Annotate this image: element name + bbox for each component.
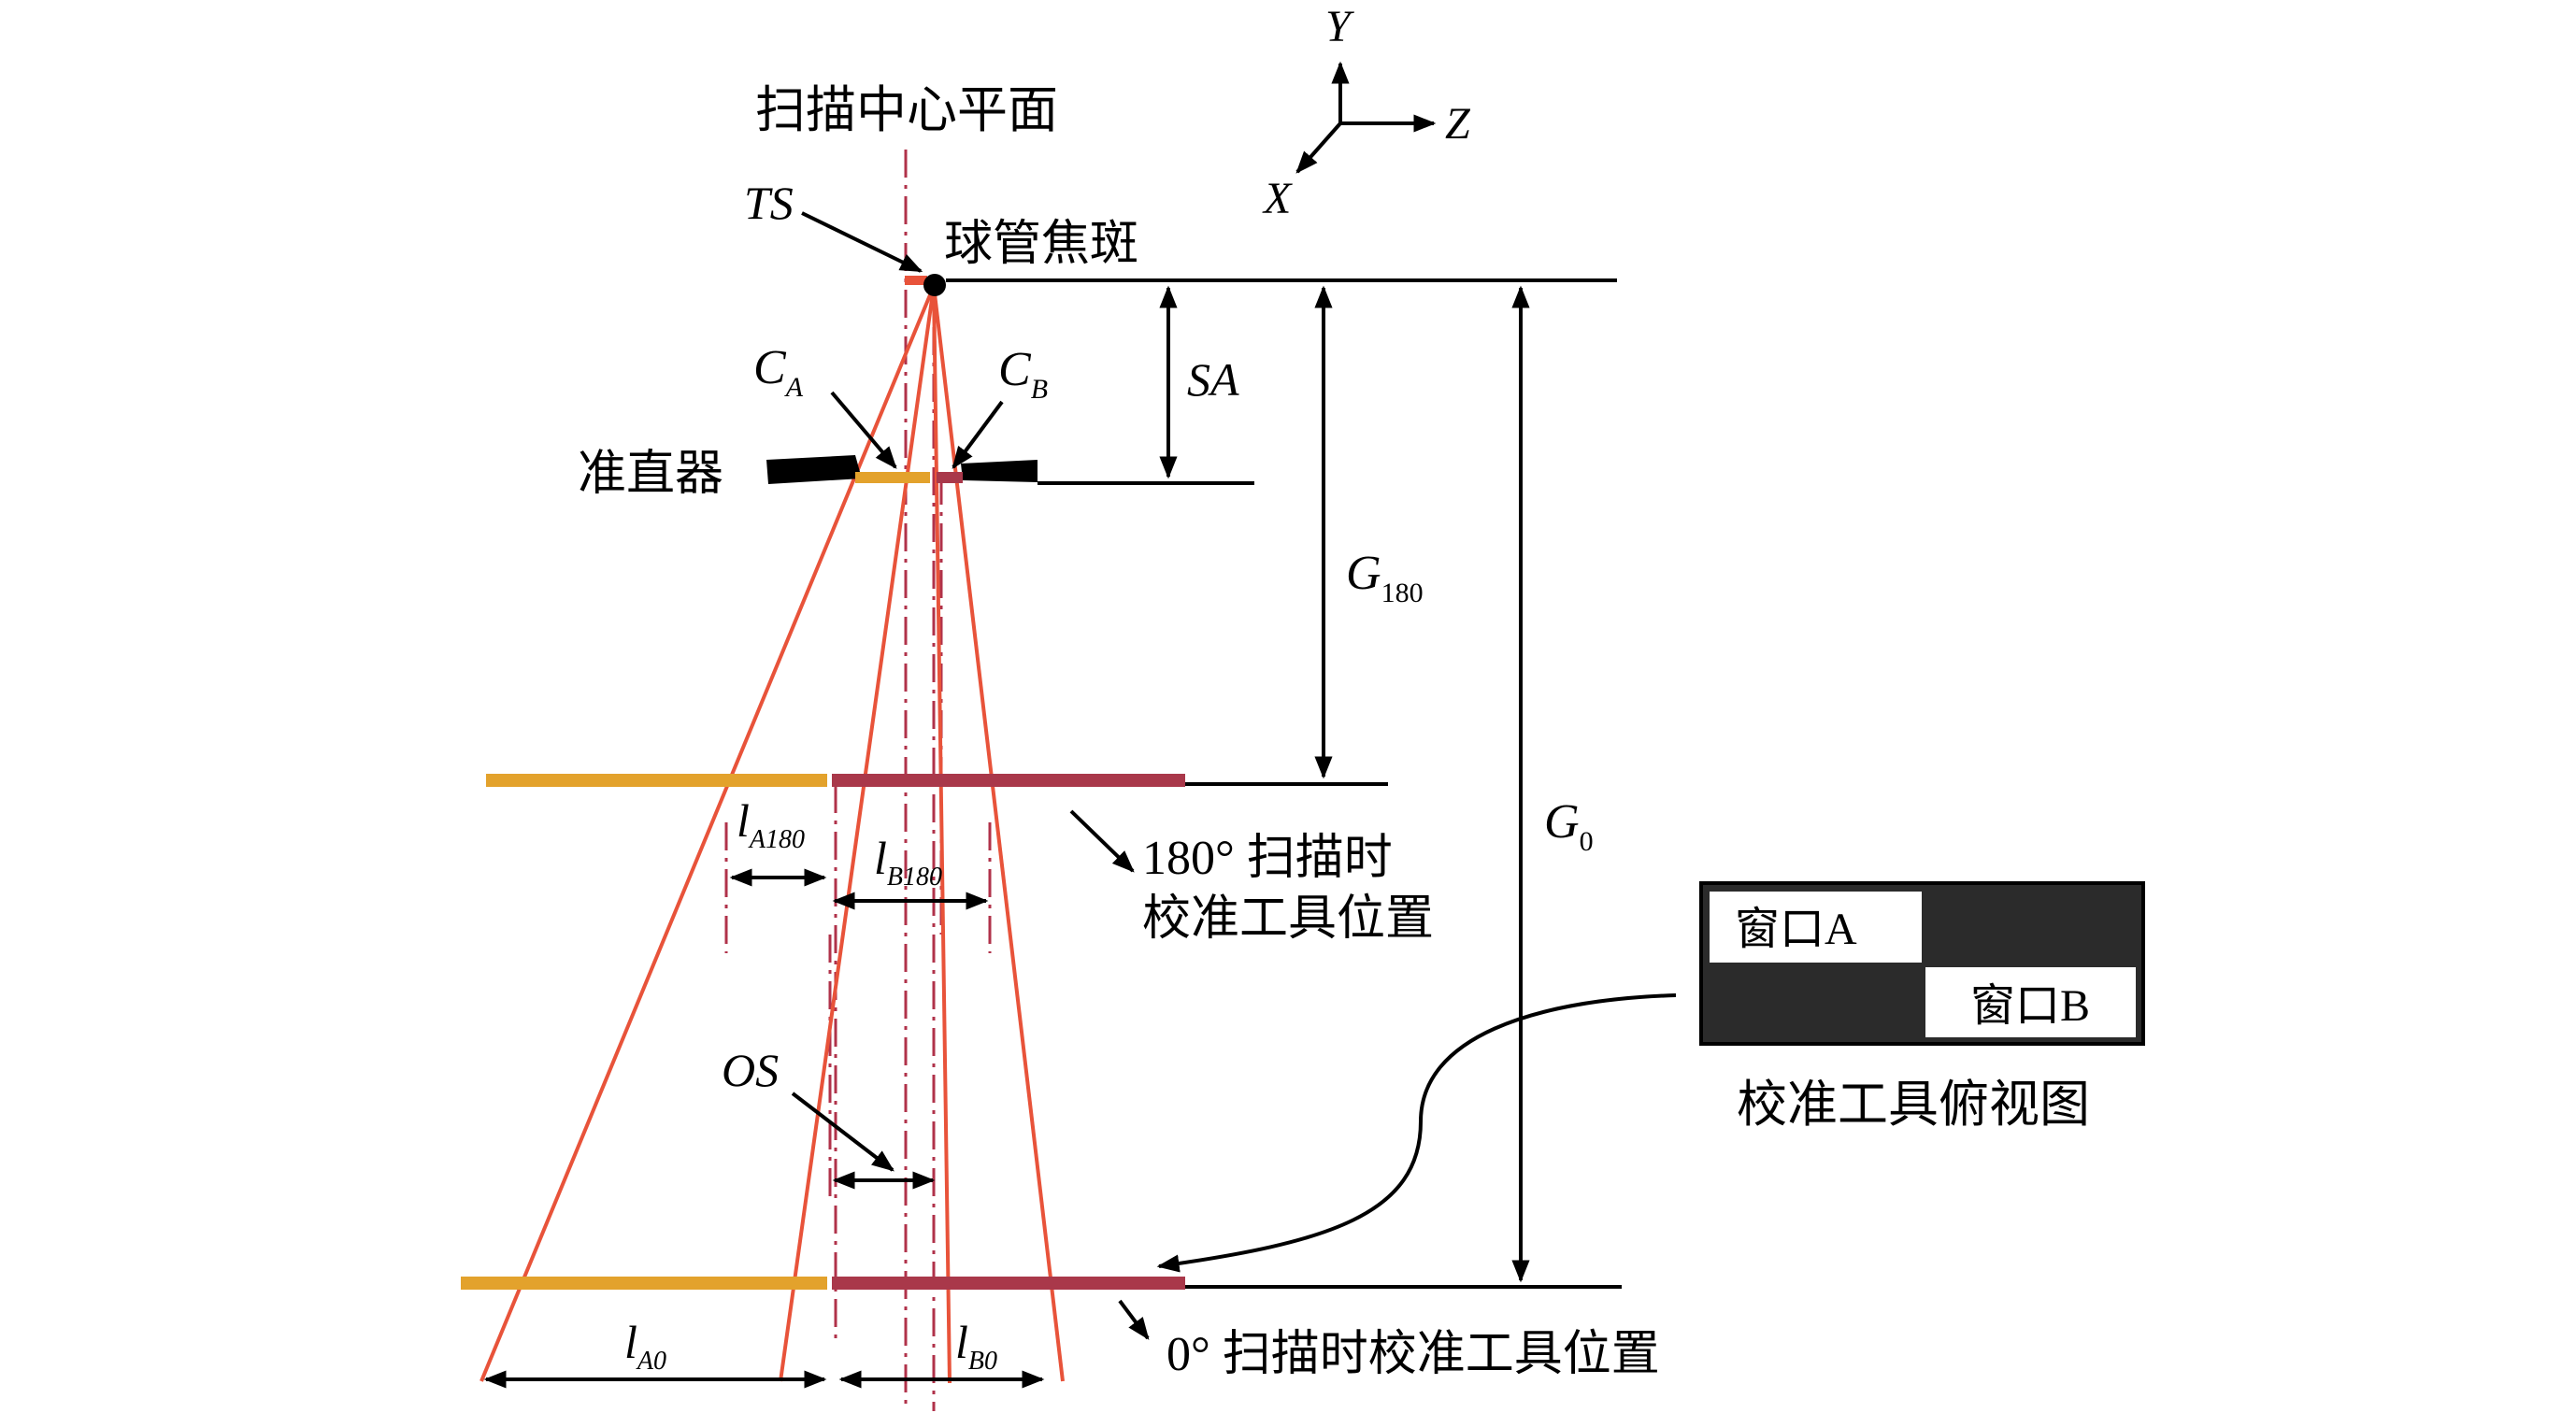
axis-z-label: Z <box>1445 99 1471 149</box>
pos180-arrow <box>1069 809 1135 873</box>
pos180-label-line1: 180° 扫描时 <box>1142 832 1393 885</box>
collimator-window-a <box>855 472 930 483</box>
ts-arrow <box>801 211 923 273</box>
ca-label: CA <box>753 341 804 403</box>
collimator-window-b <box>937 472 963 483</box>
tool-0-window-a <box>461 1277 827 1290</box>
collimator-right-blade <box>961 460 1038 482</box>
os-arrow <box>791 1092 894 1172</box>
focal-spot-label: 球管焦斑 <box>944 218 1138 271</box>
la0-label: lA0 <box>624 1316 666 1376</box>
pos0-arrow <box>1118 1299 1150 1340</box>
focal-spot-dot <box>923 274 946 296</box>
inset-caption: 校准工具俯视图 <box>1737 1077 2090 1133</box>
pos0-label: 0° 扫描时校准工具位置 <box>1166 1328 1660 1381</box>
x-axis-arrow <box>1295 121 1342 174</box>
pos180-label-line2: 校准工具位置 <box>1142 892 1434 946</box>
collimator-label: 准直器 <box>578 448 723 501</box>
g180-label: G180 <box>1346 547 1424 608</box>
axis-y-label: Y <box>1325 2 1354 51</box>
inset-window-b-label: 窗口B <box>1970 981 2090 1031</box>
g0-label: G0 <box>1544 795 1594 857</box>
lb180-label: lB180 <box>874 832 942 892</box>
inset-pointer-arrow <box>1156 993 1677 1273</box>
tool-180-window-a <box>486 774 827 787</box>
ray-b-inner <box>932 285 952 1384</box>
ts-label: TS <box>744 177 794 229</box>
sa-label: SA <box>1187 353 1239 406</box>
ray-a-inner <box>779 285 936 1382</box>
ray-b-outer <box>932 285 1065 1382</box>
ca-arrow <box>830 391 897 469</box>
cb-arrow <box>952 400 1004 469</box>
tool-180-window-b <box>832 774 1185 787</box>
inset-window-a-cell <box>1710 892 1922 963</box>
la180-label: lA180 <box>737 794 805 854</box>
tool-0-window-b <box>832 1277 1185 1290</box>
inset-window-a-label: 窗口A <box>1735 905 1857 954</box>
coordinate-axes <box>1295 61 1437 174</box>
os-label: OS <box>722 1044 779 1096</box>
inset-window-b-cell <box>1925 967 2136 1037</box>
cb-label: CB <box>998 343 1048 405</box>
inset-top-view <box>1699 881 2145 1046</box>
collimator-left-blade <box>766 455 862 484</box>
scan-center-plane-label: 扫描中心平面 <box>755 82 1058 138</box>
lb0-label: lB0 <box>955 1316 997 1376</box>
axis-x-label: X <box>1262 174 1293 223</box>
